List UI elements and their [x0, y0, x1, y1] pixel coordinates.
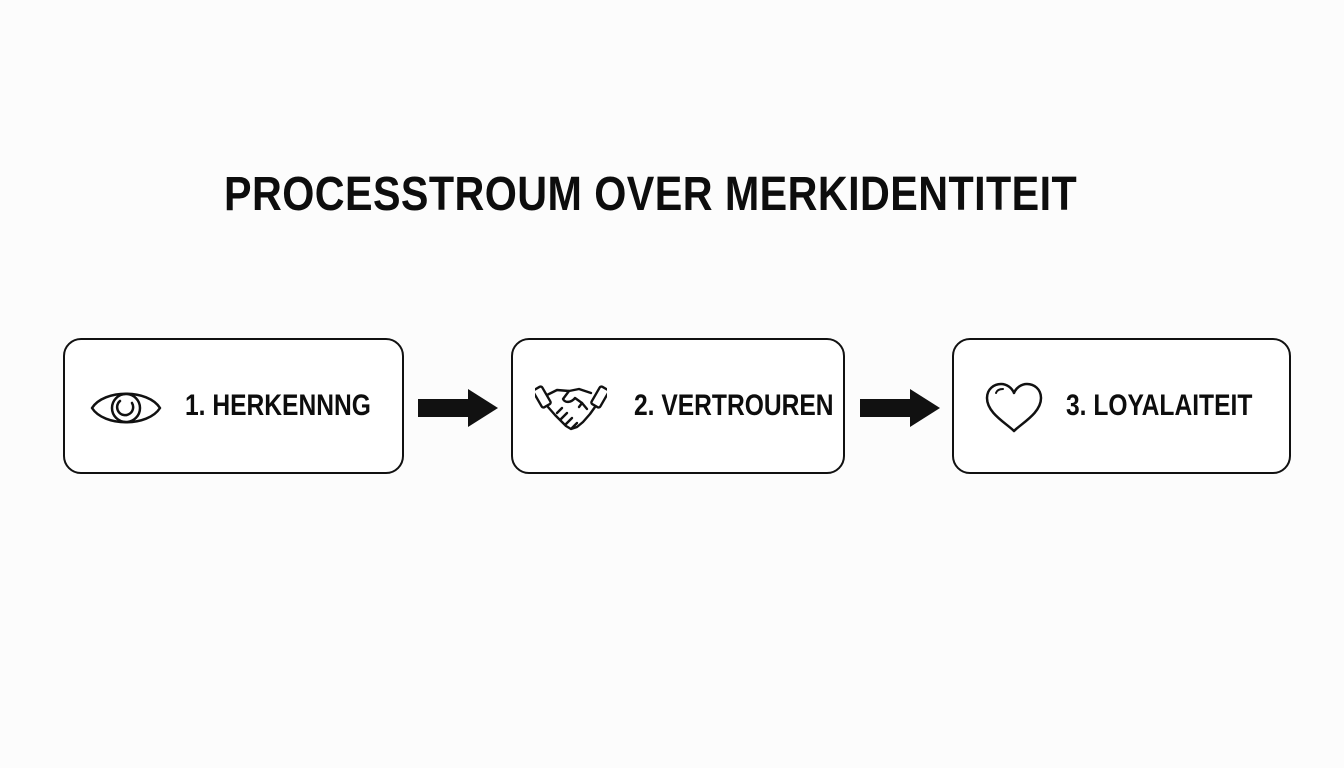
- step-label: 1. HERKENNNG: [185, 389, 371, 422]
- step-label: 3. LOYALAITEIT: [1066, 389, 1253, 422]
- step-herkenning: 1. HERKENNNG: [63, 338, 404, 474]
- arrow-right-icon: [418, 389, 498, 427]
- step-vertrouwen: 2. VERTROUREN: [511, 338, 845, 474]
- heart-icon: [985, 382, 1043, 433]
- step-loyaliteit: 3. LOYALAITEIT: [952, 338, 1291, 474]
- handshake-icon: [535, 385, 607, 431]
- step-label: 2. VERTROUREN: [634, 389, 834, 422]
- eye-icon: [90, 392, 162, 424]
- diagram-title: PROCESSTROUM OVER MERKIDENTITEIT: [224, 168, 1078, 221]
- arrow-right-icon: [860, 389, 940, 427]
